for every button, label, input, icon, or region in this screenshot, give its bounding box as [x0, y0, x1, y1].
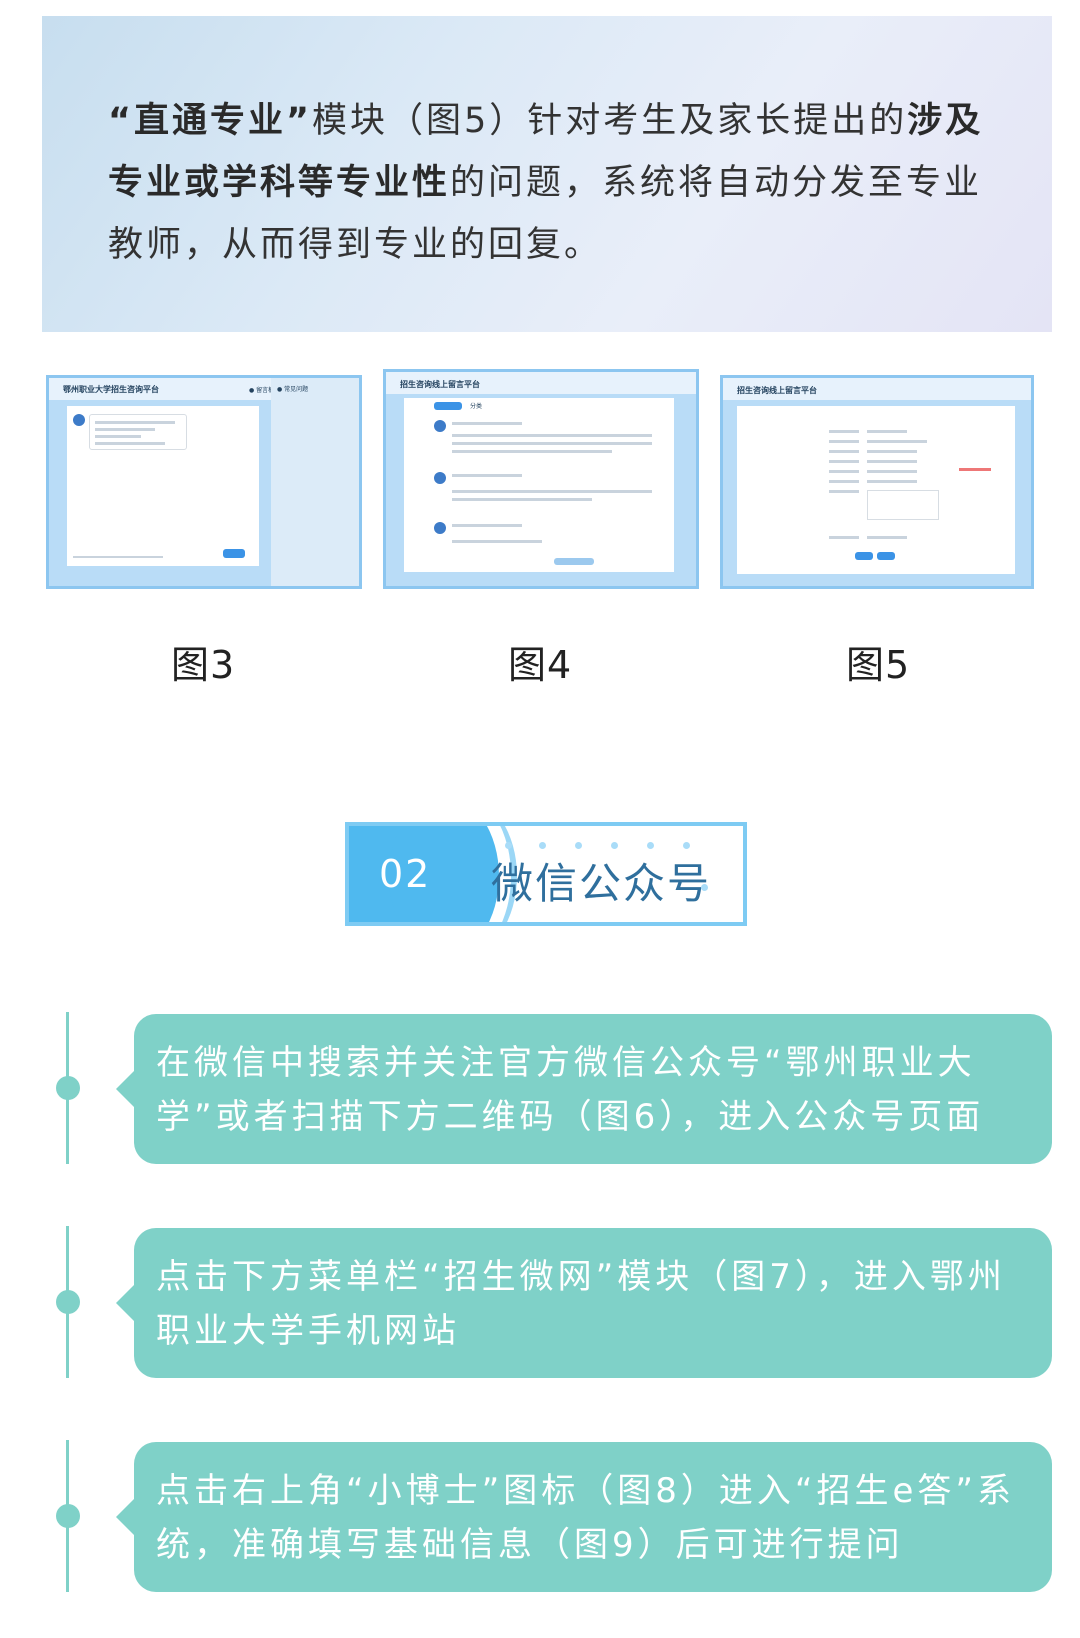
fig4-tab-b[interactable]: 分类 [470, 403, 483, 410]
step-3-card: 点击右上角“小博士”图标（图8）进入“招生e答”系统，准确填写基础信息（图9）后… [116, 1442, 1052, 1592]
step-2-node [56, 1290, 80, 1314]
fig4-avatar-1 [434, 420, 446, 432]
badge-dot [683, 842, 690, 849]
figure-4-screenshot[interactable]: 招生咨询线上留言平台 分类 [383, 369, 699, 589]
intro-text: “直通专业”模块（图5）针对考生及家长提出的涉及专业或学科等专业性的问题，系统将… [108, 90, 992, 276]
intro-highlight-1: “直通专业” [108, 101, 313, 141]
fig5-cancel-button[interactable] [877, 552, 895, 560]
figure-3-screenshot[interactable]: 鄂州职业大学招生咨询平台 ● 留言板 ● 常见问题 [46, 375, 362, 589]
fig3-chat-panel [67, 406, 259, 566]
fig3-send-button[interactable] [223, 549, 245, 558]
fig3-side-b: ● 常见问题 [277, 386, 309, 393]
fig4-pagination[interactable] [554, 558, 594, 565]
figure-5-caption: 图5 [846, 643, 911, 687]
intro-text-1: 模块（图5）针对考生及家长提出的 [312, 101, 908, 141]
fig5-title: 招生咨询线上留言平台 [737, 386, 817, 395]
fig4-header: 招生咨询线上留言平台 [386, 372, 696, 394]
intro-text-2: 的问题，系统将自动分发至专业教师，从而得到专业的回复。 [108, 163, 983, 265]
badge-dot [611, 842, 618, 849]
step-2-card: 点击下方菜单栏“招生微网”模块（图7），进入鄂州职业大学手机网站 [116, 1228, 1052, 1378]
step-1-node [56, 1076, 80, 1100]
figure-5-screenshot[interactable]: 招生咨询线上留言平台 [720, 375, 1034, 589]
step-1-text: 在微信中搜索并关注官方微信公众号“鄂州职业大学”或者扫描下方二维码（图6），进入… [156, 1043, 985, 1137]
section-number: 02 [379, 852, 432, 896]
badge-dot [575, 842, 582, 849]
figure-4-caption: 图4 [508, 643, 573, 687]
fig4-tab-all[interactable] [434, 402, 462, 410]
figure-3-caption: 图3 [171, 643, 236, 687]
section-title: 微信公众号 [491, 859, 712, 908]
badge-arc-outline [407, 826, 517, 922]
section-badge: 02 微信公众号 [345, 822, 747, 926]
fig3-title: 鄂州职业大学招生咨询平台 [63, 385, 159, 394]
intro-card: “直通专业”模块（图5）针对考生及家长提出的涉及专业或学科等专业性的问题，系统将… [42, 16, 1052, 332]
step-3-node [56, 1504, 80, 1528]
fig5-form-panel [737, 406, 1015, 574]
fig3-side-panel: ● 常见问题 [271, 378, 359, 586]
fig4-avatar-3 [434, 522, 446, 534]
fig5-submit-button[interactable] [855, 552, 873, 560]
fig3-input-hint [73, 556, 163, 558]
step-3-text: 点击右上角“小博士”图标（图8）进入“招生e答”系统，准确填写基础信息（图9）后… [156, 1471, 1016, 1565]
fig4-title: 招生咨询线上留言平台 [400, 380, 480, 389]
badge-dot [539, 842, 546, 849]
badge-dot [701, 884, 708, 891]
step-2-text: 点击下方菜单栏“招生微网”模块（图7），进入鄂州职业大学手机网站 [156, 1257, 1006, 1351]
intro-highlight-2: 涉及专业或学科等专业性 [108, 101, 984, 203]
fig3-side-a: ● 留言板 [249, 387, 275, 394]
fig3-message-bubble [89, 414, 187, 450]
badge-dot [505, 842, 512, 849]
fig5-question-box[interactable] [867, 490, 939, 520]
fig4-avatar-2 [434, 472, 446, 484]
step-1-card: 在微信中搜索并关注官方微信公众号“鄂州职业大学”或者扫描下方二维码（图6），进入… [116, 1014, 1052, 1164]
badge-dot [647, 842, 654, 849]
fig3-avatar [73, 414, 85, 426]
fig4-list-panel: 分类 [404, 398, 674, 572]
fig5-header: 招生咨询线上留言平台 [723, 378, 1031, 400]
